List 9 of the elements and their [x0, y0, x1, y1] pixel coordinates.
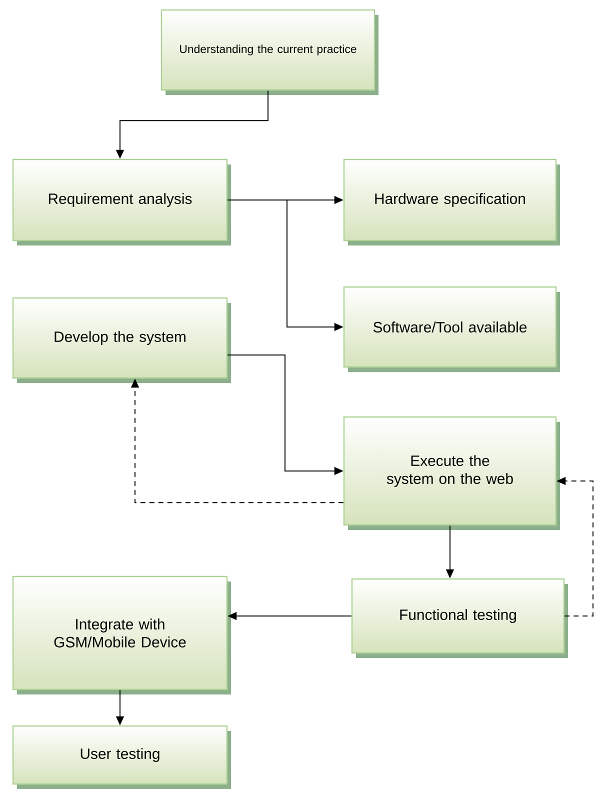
- process-box: User testing: [12, 725, 231, 789]
- process-box: Develop the system: [12, 297, 231, 383]
- process-box: Requirement analysis: [12, 158, 231, 246]
- process-box: Execute the system on the web: [343, 416, 560, 530]
- process-box: Integrate with GSM/Mobile Device: [12, 576, 231, 694]
- process-box: Understanding the current practice: [160, 9, 378, 95]
- process-box: Hardware specification: [343, 158, 560, 246]
- process-box: Software/Tool available: [343, 286, 560, 372]
- process-box: Functional testing: [351, 578, 568, 658]
